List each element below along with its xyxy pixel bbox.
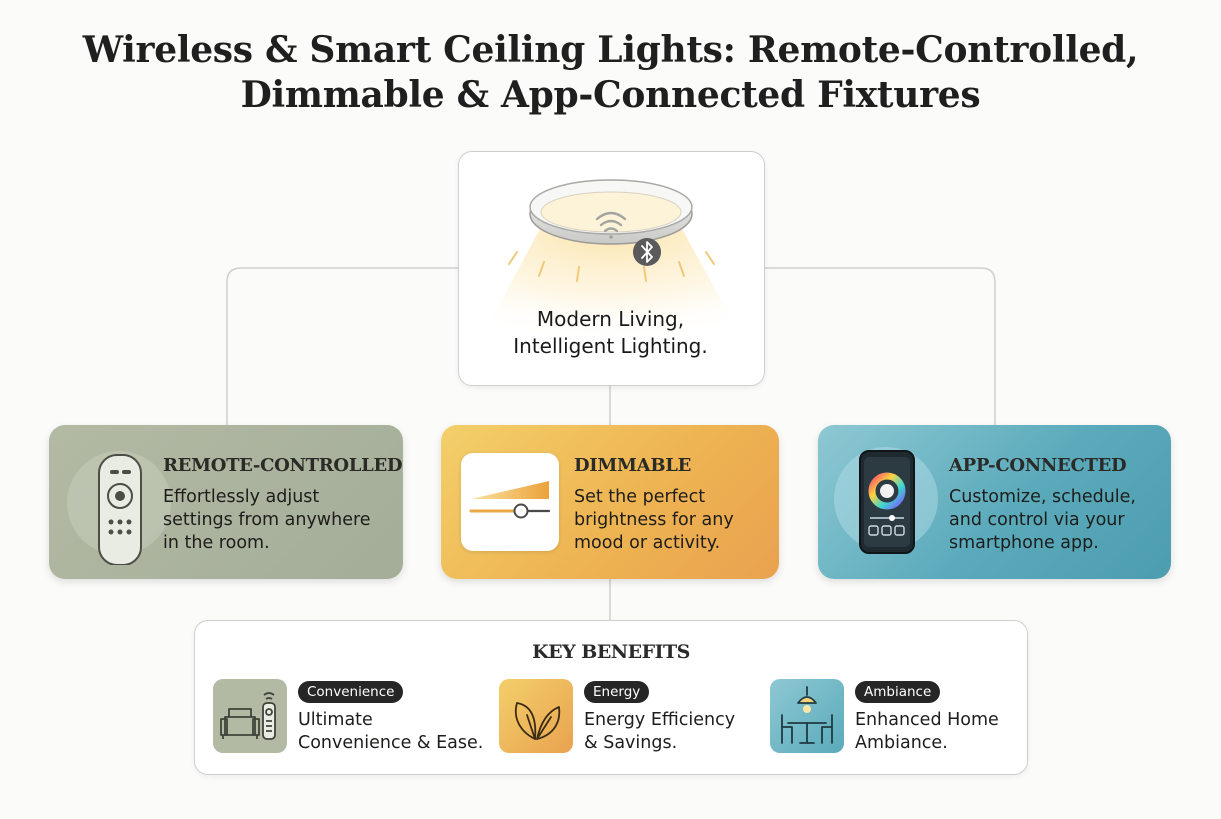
feature-title-dimmable: DIMMABLE — [574, 455, 692, 476]
feature-line: and control via your — [949, 510, 1125, 530]
connector-right — [763, 267, 996, 425]
sofa-remote-icon — [220, 692, 276, 740]
benefit-line: Ultimate — [298, 710, 373, 730]
wifi-icon — [595, 211, 627, 239]
feature-line: smartphone app. — [949, 533, 1099, 553]
feature-description-dimmable: Set the perfect brightness for any mood … — [574, 486, 734, 555]
dining-ambiance-icon — [781, 686, 833, 744]
smartphone-app-icon — [834, 447, 938, 554]
light-rays — [508, 251, 715, 282]
benefit-text-convenience: Ultimate Convenience & Ease. — [298, 709, 483, 755]
feature-line: in the room. — [163, 533, 270, 553]
remote-control-icon — [67, 451, 171, 565]
benefit-line: Energy Efficiency — [584, 710, 736, 730]
center-tagline-line-2: Intelligent Lighting. — [513, 334, 708, 358]
light-glow — [479, 227, 744, 342]
feature-line: mood or activity. — [574, 533, 721, 553]
feature-description-remote-controlled: Effortlessly adjust settings from anywhe… — [163, 486, 371, 555]
benefit-text-energy: Energy Efficiency & Savings. — [584, 709, 735, 755]
connector-left — [226, 267, 458, 425]
feature-card-remote-controlled: REMOTE-CONTROLLED Effortlessly adjust se… — [49, 425, 403, 579]
center-tagline: Modern Living, Intelligent Lighting. — [458, 306, 763, 360]
bluetooth-icon — [633, 238, 661, 266]
feature-card-app-connected: APP-CONNECTED Customize, schedule, and c… — [818, 425, 1171, 579]
feature-title-remote-controlled: REMOTE-CONTROLLED — [163, 455, 403, 476]
benefit-line: Ambiance. — [855, 733, 948, 753]
benefit-tag-ambiance: Ambiance — [855, 681, 941, 703]
feature-description-app-connected: Customize, schedule, and control via you… — [949, 486, 1136, 555]
feature-line: settings from anywhere — [163, 510, 371, 530]
benefit-tag-convenience: Convenience — [298, 681, 404, 703]
ceiling-light-icon — [529, 179, 693, 245]
ceiling-light-illustration — [479, 179, 744, 342]
dimmer-icon-tile — [461, 453, 559, 551]
feature-line: brightness for any — [574, 510, 734, 530]
key-benefits-title: KEY BENEFITS — [532, 641, 690, 663]
benefit-ambiance: Ambiance Enhanced Home Ambiance. — [770, 679, 1015, 759]
title-line-2: Dimmable & App-Connected Fixtures — [240, 74, 981, 116]
benefit-convenience: Convenience Ultimate Convenience & Ease. — [213, 679, 493, 759]
title-line-1: Wireless & Smart Ceiling Lights: Remote-… — [82, 29, 1139, 71]
feature-line: Customize, schedule, — [949, 487, 1136, 507]
feature-line: Set the perfect — [574, 487, 706, 507]
benefit-text-ambiance: Enhanced Home Ambiance. — [855, 709, 999, 755]
benefit-icon-tile — [770, 679, 844, 753]
page-title: Wireless & Smart Ceiling Lights: Remote-… — [0, 28, 1221, 118]
benefit-line: & Savings. — [584, 733, 678, 753]
benefit-icon-tile — [499, 679, 573, 753]
key-benefits-panel: KEY BENEFITS Convenience Ultimate — [194, 620, 1028, 775]
leaf-icon — [514, 702, 561, 740]
benefit-energy: Energy Energy Efficiency & Savings. — [499, 679, 759, 759]
feature-card-dimmable: DIMMABLE Set the perfect brightness for … — [441, 425, 779, 579]
benefit-line: Enhanced Home — [855, 710, 999, 730]
benefit-line: Convenience & Ease. — [298, 733, 484, 753]
feature-line: Effortlessly adjust — [163, 487, 320, 507]
dimmer-slider-icon — [469, 481, 551, 519]
benefit-tag-energy: Energy — [584, 681, 650, 703]
center-tagline-line-1: Modern Living, — [536, 307, 685, 331]
feature-title-app-connected: APP-CONNECTED — [949, 455, 1127, 476]
center-card — [458, 151, 765, 386]
benefit-icon-tile — [213, 679, 287, 753]
